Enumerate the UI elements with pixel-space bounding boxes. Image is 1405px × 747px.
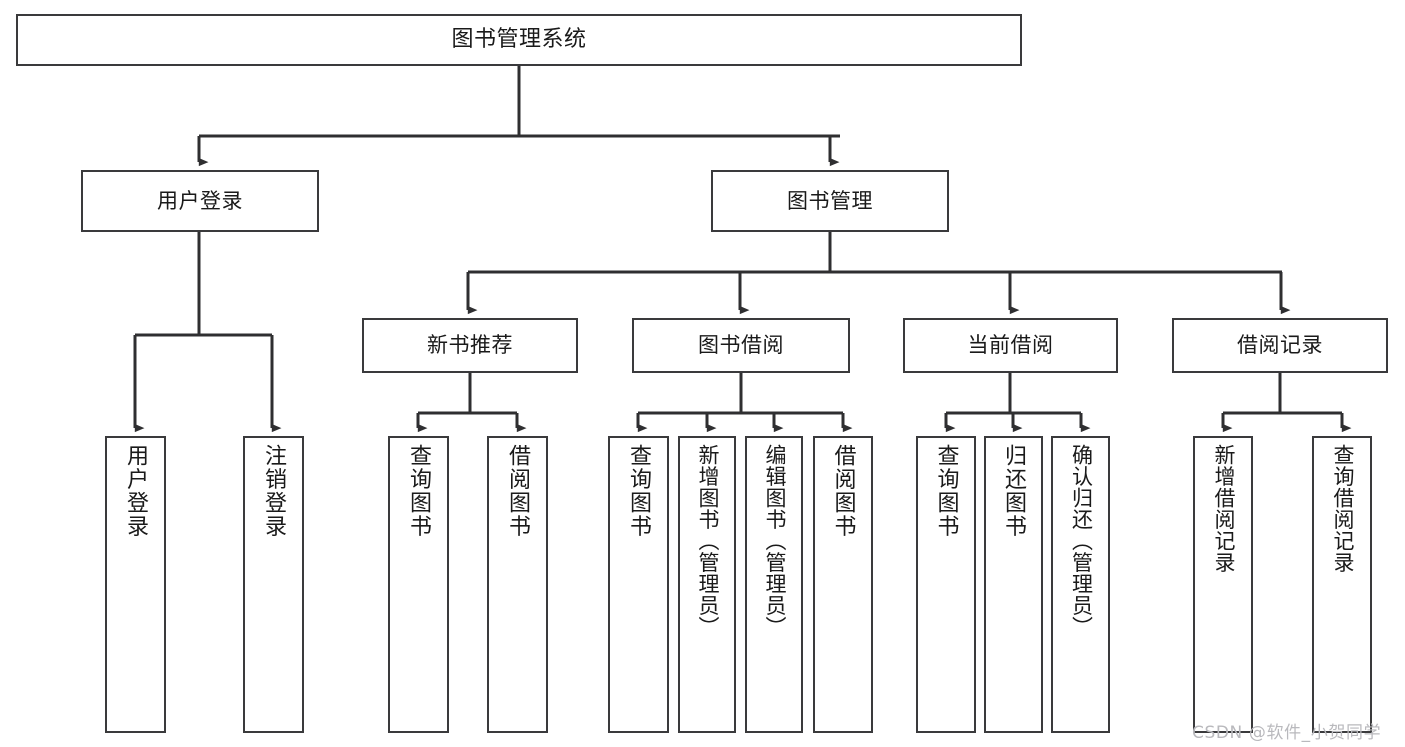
node-label: 图书管理系统 [451,27,587,53]
node-label: 当前借阅 [967,333,1054,358]
node-label: 借阅记录 [1237,333,1323,358]
node-leaf-1[interactable]: 注销登录 [243,436,304,733]
node-label: 图书管理 [787,188,873,213]
node-label: 查询图书 [406,444,432,538]
node-level3-0[interactable]: 新书推荐 [362,318,578,373]
node-level3-1[interactable]: 图书借阅 [632,318,850,373]
node-level2-0[interactable]: 用户登录 [81,170,319,232]
node-label: 查询借阅记录 [1330,444,1355,573]
node-label: 用户登录 [157,188,243,213]
node-leaf-6[interactable]: 编辑图书（管理员） [745,436,803,733]
node-level3-3[interactable]: 借阅记录 [1172,318,1388,373]
node-leaf-10[interactable]: 确认归还（管理员） [1051,436,1110,733]
node-leaf-5[interactable]: 新增图书（管理员） [678,436,736,733]
node-leaf-9[interactable]: 归还图书 [984,436,1043,733]
node-leaf-8[interactable]: 查询图书 [916,436,976,733]
node-level2-1[interactable]: 图书管理 [711,170,949,232]
node-leaf-11[interactable]: 新增借阅记录 [1193,436,1253,733]
node-leaf-0[interactable]: 用户登录 [105,436,166,733]
node-label: 新增借阅记录 [1211,444,1236,573]
node-leaf-4[interactable]: 查询图书 [608,436,669,733]
node-label: 用户登录 [123,444,149,538]
node-label: 归还图书 [1001,444,1027,538]
node-label: 借阅图书 [505,444,531,538]
node-label: 新书推荐 [427,333,513,358]
node-leaf-7[interactable]: 借阅图书 [813,436,873,733]
node-label: 查询图书 [626,444,652,538]
node-leaf-12[interactable]: 查询借阅记录 [1312,436,1372,733]
node-leaf-3[interactable]: 借阅图书 [487,436,548,733]
node-level3-2[interactable]: 当前借阅 [903,318,1118,373]
node-label: 新增图书（管理员） [695,444,720,638]
csdn-watermark: CSDN @软件_小贺同学 [1192,723,1382,743]
node-leaf-2[interactable]: 查询图书 [388,436,449,733]
node-root-system[interactable]: 图书管理系统 [16,14,1022,66]
node-label: 查询图书 [933,444,959,538]
node-label: 借阅图书 [830,444,856,538]
node-label: 编辑图书（管理员） [762,444,787,638]
node-label: 注销登录 [261,444,287,538]
node-label: 图书借阅 [698,333,784,358]
node-label: 确认归还（管理员） [1069,444,1094,638]
